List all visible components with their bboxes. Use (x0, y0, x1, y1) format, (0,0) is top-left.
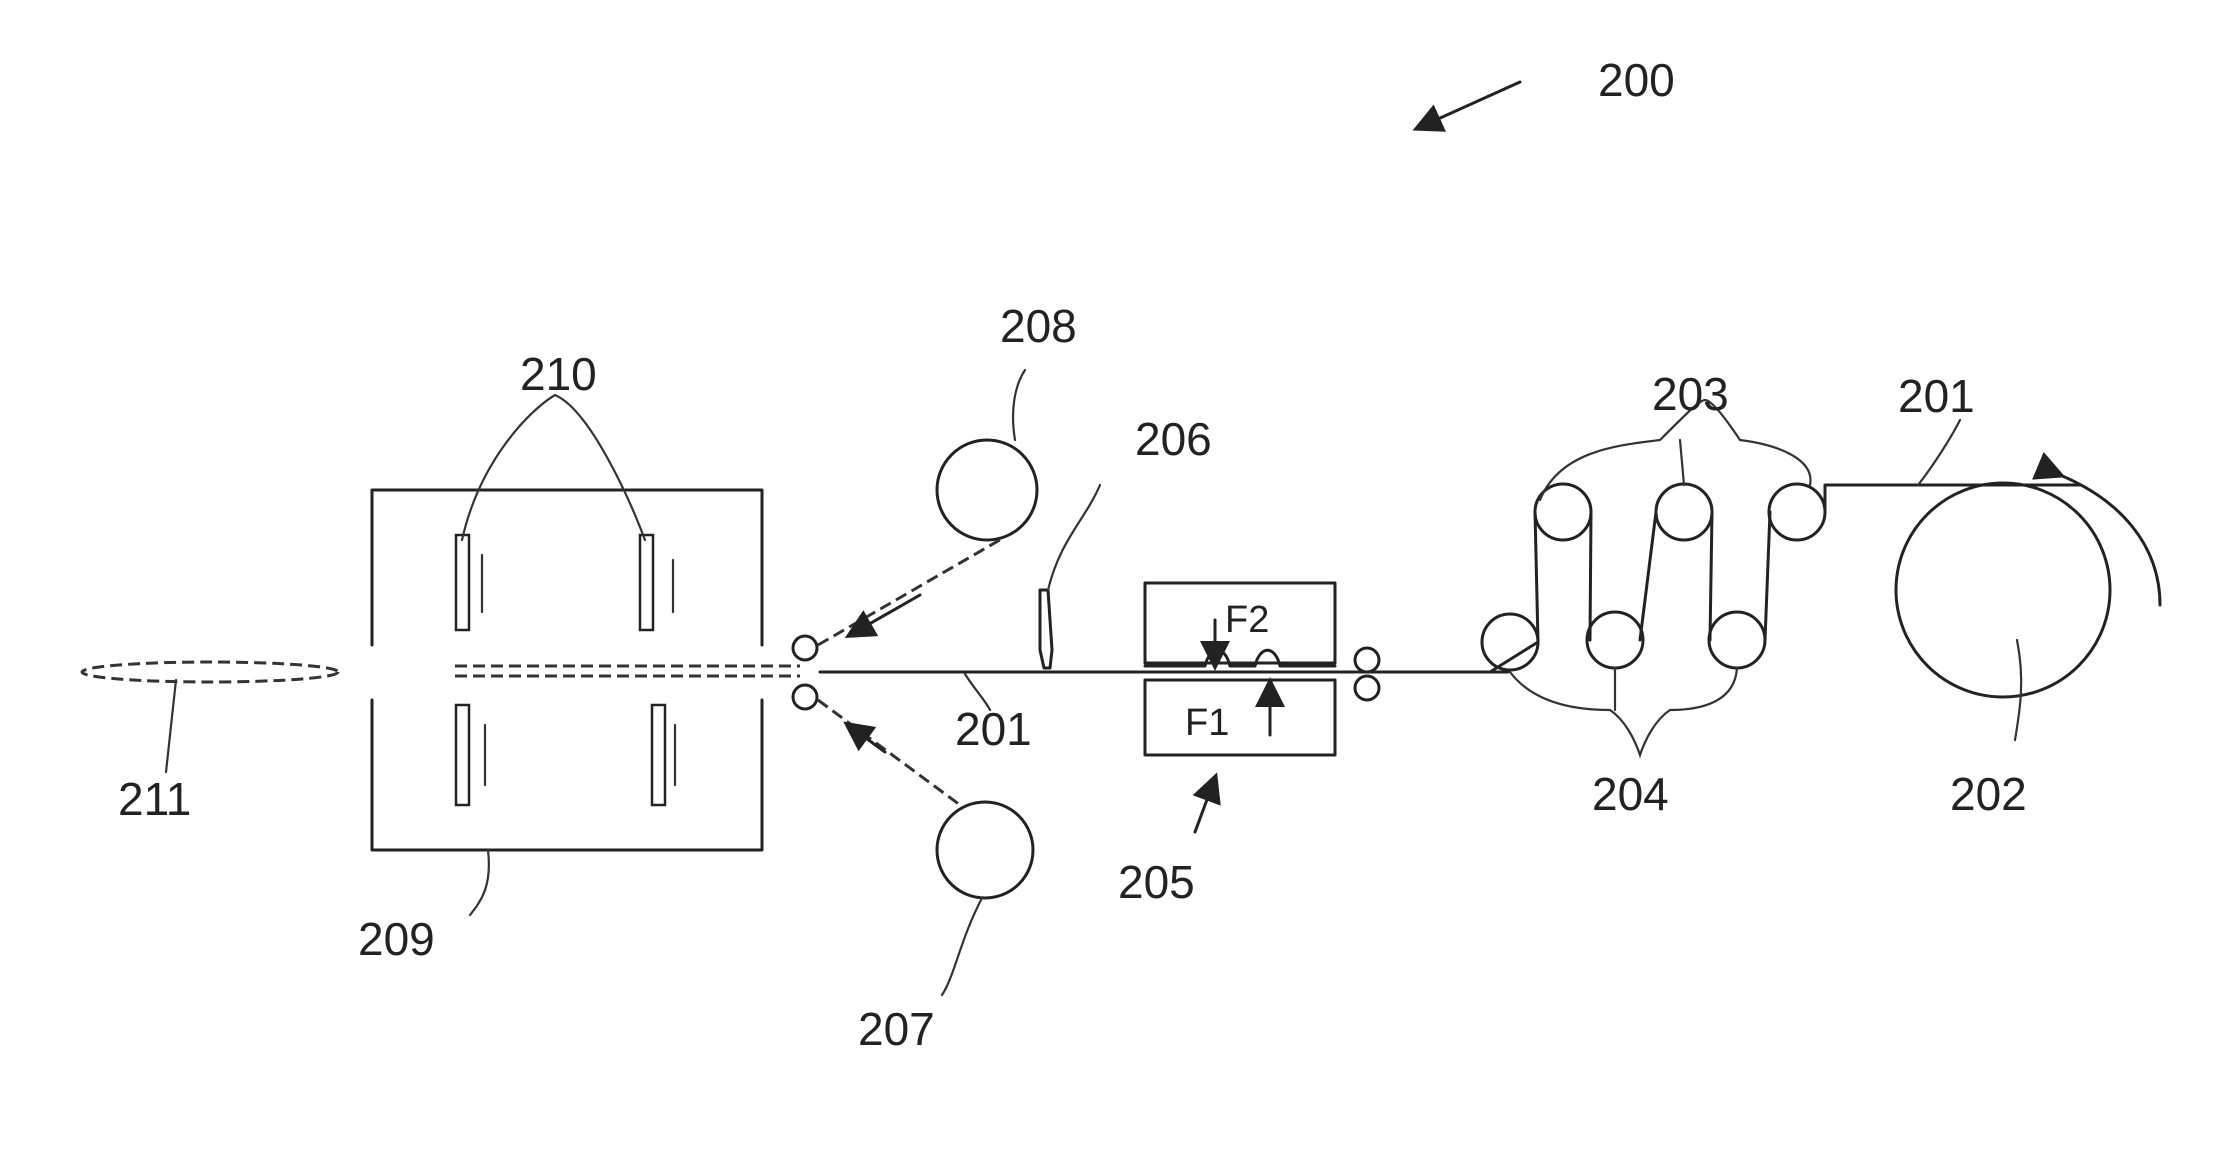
label-201a: 201 (955, 703, 1032, 755)
roller-204-b (1587, 612, 1643, 668)
blade-bottom-right (652, 705, 665, 805)
leader-201b (1918, 420, 1960, 485)
leader-208 (1013, 370, 1025, 440)
label-205: 205 (1118, 856, 1195, 908)
housing-209 (372, 490, 762, 850)
festoon-web (1490, 485, 2080, 672)
product-211 (82, 662, 338, 682)
nip-roller-top (1355, 648, 1379, 672)
label-211: 211 (118, 773, 191, 825)
label-210: 210 (520, 348, 597, 400)
feed-arrow-208 (850, 595, 920, 635)
blade-210-top-left (456, 535, 469, 630)
leader-206 (1048, 485, 1100, 590)
label-203: 203 (1652, 368, 1729, 420)
leader-202 (2015, 640, 2021, 740)
force-label-f2: F2 (1225, 599, 1269, 641)
leader-204 (1510, 668, 1737, 755)
roller-203-b (1656, 484, 1712, 540)
leader-205 (1195, 778, 1215, 832)
film-208 (818, 537, 1005, 645)
nip-roller-bottom (1355, 676, 1379, 700)
label-200: 200 (1598, 54, 1675, 106)
guide-roller-top (793, 636, 817, 660)
blade-motion-arrows (482, 555, 675, 785)
reel-207 (937, 802, 1033, 898)
leader-209 (470, 850, 489, 915)
reel-208 (937, 440, 1037, 540)
supply-roll-202 (1896, 483, 2110, 697)
blade-210-top-right (640, 535, 653, 630)
leader-210 (462, 395, 645, 540)
roller-204-c (1709, 612, 1765, 668)
label-202: 202 (1950, 768, 2027, 820)
blade-bottom-left (456, 705, 469, 805)
label-208: 208 (1000, 300, 1077, 352)
label-204: 204 (1592, 768, 1669, 820)
press-lower-205 (1145, 680, 1335, 755)
force-label-f1: F1 (1185, 702, 1229, 744)
label-209: 209 (358, 913, 435, 965)
cutter-206 (1040, 590, 1052, 668)
label-207: 207 (858, 1003, 935, 1055)
guide-roller-bottom (793, 685, 817, 709)
roller-204-a (1482, 614, 1538, 670)
reference-arrow-200 (1418, 82, 1520, 128)
leader-207 (942, 898, 982, 995)
film-207 (818, 700, 960, 805)
label-201b: 201 (1898, 370, 1975, 422)
feed-arrow-207 (848, 725, 885, 752)
leader-211 (166, 680, 176, 772)
label-206: 206 (1135, 413, 1212, 465)
roller-203-c (1769, 484, 1825, 540)
